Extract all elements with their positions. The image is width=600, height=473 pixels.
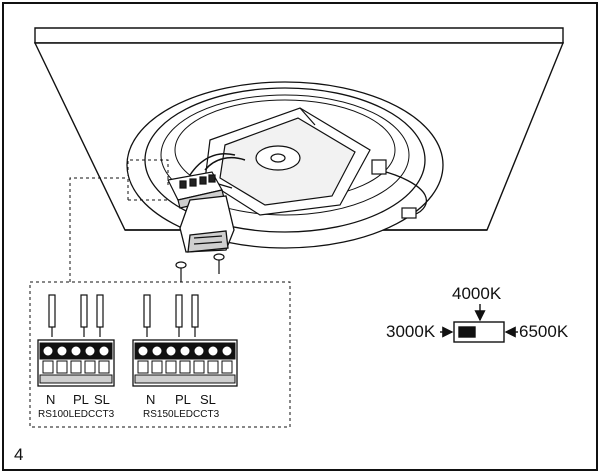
screw-port — [42, 345, 54, 357]
terminal-slot — [165, 360, 177, 374]
power-cable — [377, 169, 427, 216]
cct-label-4000k: 4000K — [452, 284, 502, 303]
terminal-slot — [98, 360, 110, 374]
terminal-connector-2 — [132, 294, 238, 387]
terminal-slot — [84, 360, 96, 374]
wire-pin — [191, 294, 199, 328]
screw-port — [207, 345, 219, 357]
terminal-label-n-1: N — [46, 392, 56, 407]
cable-connector — [401, 207, 417, 219]
connector-base — [134, 374, 236, 384]
terminal-slot — [56, 360, 68, 374]
wire-pin — [80, 294, 88, 328]
wire-pin — [96, 294, 104, 328]
terminal-slot — [193, 360, 205, 374]
mounting-plate — [204, 107, 371, 216]
screw-port — [151, 345, 163, 357]
wire-pin — [48, 294, 56, 328]
screw-port — [165, 345, 177, 357]
screw-port — [98, 345, 110, 357]
terminal-slot — [137, 360, 149, 374]
terminal-slot — [207, 360, 219, 374]
terminal-connector-1 — [37, 294, 115, 387]
terminal-label-pl-1: PL — [73, 392, 89, 407]
terminal-label-sl-2: SL — [200, 392, 216, 407]
step-number: 4 — [14, 445, 24, 464]
terminal-slot — [42, 360, 54, 374]
model-label-2: RS150LEDCCT3 — [143, 409, 220, 420]
screw-port — [137, 345, 149, 357]
terminal-block-installed — [167, 171, 225, 209]
clip-right — [371, 159, 387, 175]
screw-port — [70, 345, 82, 357]
cct-label-6500k: 6500K — [519, 322, 569, 341]
terminal-label-pl-2: PL — [175, 392, 191, 407]
wire-pin — [143, 294, 151, 328]
wire-pin — [175, 294, 183, 328]
screw-port — [84, 345, 96, 357]
model-label-1: RS100LEDCCT3 — [38, 409, 115, 420]
terminal-slot — [221, 360, 233, 374]
screw-port — [179, 345, 191, 357]
cct-switch — [440, 304, 518, 343]
screw-port — [221, 345, 233, 357]
leader-lines — [69, 159, 169, 282]
connector-bracket — [179, 195, 235, 253]
mounting-screws — [175, 253, 225, 282]
terminal-label-n-2: N — [146, 392, 156, 407]
terminal-slot — [179, 360, 191, 374]
connector-base — [39, 374, 113, 384]
terminal-slot — [151, 360, 163, 374]
internal-wires — [189, 153, 236, 176]
terminal-label-sl-1: SL — [94, 392, 110, 407]
terminal-slot — [70, 360, 82, 374]
screw-port — [56, 345, 68, 357]
cct-switch-slider — [458, 326, 476, 338]
screw-port — [193, 345, 205, 357]
cct-label-3000k: 3000K — [386, 322, 436, 341]
